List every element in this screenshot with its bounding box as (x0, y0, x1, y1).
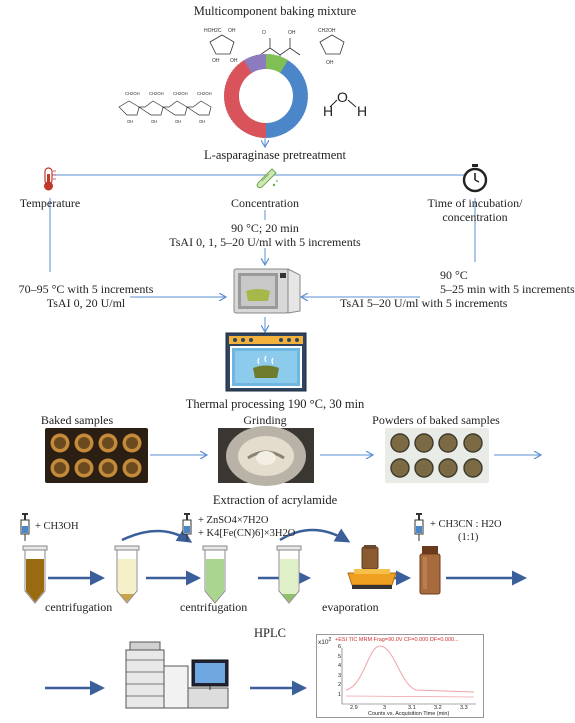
svg-text:CH2OH: CH2OH (173, 91, 188, 96)
factor-time-line1: Time of incubation/ (427, 196, 523, 210)
tube-centrifuged-2 (276, 545, 302, 604)
syringe-icon (182, 513, 192, 541)
svg-text:CH2OH: CH2OH (149, 91, 164, 96)
hplc-instrument (125, 641, 229, 709)
diagram-title: Multicomponent baking mixture (193, 4, 357, 18)
chromatogram-header: +ESI TIC MRM Frag=90.0V CF=0.000 DF=0.00… (335, 637, 459, 643)
syringe-icon (20, 513, 30, 541)
svg-text:CH2OH: CH2OH (125, 91, 140, 96)
baked-samples-photo (45, 428, 148, 483)
incubator-illustration (233, 268, 301, 314)
xtick: 3.1 (408, 705, 416, 711)
water-bonds (329, 99, 357, 108)
step-centrifugation-2: centrifugation (180, 600, 248, 614)
starch-chain: CH2OH CH2OH CH2OH CH2OH OH OH OH OH (118, 91, 212, 124)
svg-text:HOH2C: HOH2C (204, 28, 222, 34)
right-condition-line1: 90 °C (440, 268, 468, 282)
reagent-1: + CH3OH (35, 521, 79, 532)
vial-icon (419, 546, 441, 595)
reagent-2-line2: + K4[Fe(CN)6]×3H2O (198, 528, 296, 539)
svg-text:OH: OH (228, 28, 236, 34)
svg-text:OH: OH (288, 30, 296, 36)
pretreatment-label: L-asparaginase pretreatment (204, 148, 346, 162)
svg-text:OH: OH (127, 119, 133, 124)
factor-concentration: Concentration (231, 196, 299, 210)
evaporator-icon (347, 545, 397, 589)
xtick: 3.2 (434, 705, 442, 711)
center-condition-line1: 90 °C; 20 min (231, 221, 299, 235)
ytick: 4 (337, 663, 341, 670)
left-condition-line1: 70–95 °C with 5 increments (18, 282, 154, 296)
grinding-photo (218, 426, 314, 486)
factor-temperature: Temperature (19, 196, 81, 210)
svg-text:OH: OH (230, 58, 238, 64)
powders-photo (385, 428, 489, 483)
grinding-label: Grinding (243, 413, 287, 427)
chromatogram (316, 634, 484, 718)
ytick: 1 (337, 691, 341, 698)
syringe-icon (414, 513, 424, 541)
thermal-processing-label: Thermal processing 190 °C, 30 min (185, 397, 365, 411)
reagent-2-line1: + ZnSO4×7H2O (198, 515, 269, 526)
tube-methanol (22, 545, 48, 604)
water-h2: H (357, 103, 368, 119)
step-evaporation: evaporation (322, 600, 379, 614)
tube-carrez (202, 545, 228, 604)
left-condition-line2: TsAI 0, 20 U/ml (46, 296, 126, 310)
test-tube-icon (256, 168, 278, 189)
svg-text:CH2OH: CH2OH (318, 28, 336, 34)
water-o: O (337, 89, 348, 105)
ingredient-pie (223, 53, 309, 139)
svg-text:CH2OH: CH2OH (197, 91, 212, 96)
stopwatch-icon (462, 164, 488, 193)
chromatogram-yticks: 6 5 4 3 2 1 (331, 643, 341, 701)
hplc-title: HPLC (254, 626, 286, 640)
water-h1: H (323, 103, 334, 119)
chromatogram-scale: x102 (318, 637, 332, 647)
ytick: 5 (337, 653, 341, 660)
flow-arrows (45, 132, 550, 696)
svg-text:O: O (262, 30, 266, 36)
svg-text:OH: OH (326, 60, 334, 66)
ytick: 6 (337, 644, 341, 650)
xtick: 3 (383, 705, 387, 711)
svg-text:OH: OH (212, 58, 220, 64)
svg-text:OH: OH (199, 119, 205, 124)
step-centrifugation-1: centrifugation (45, 600, 113, 614)
xtick: 3.3 (460, 705, 468, 711)
reagent-3-line1: + CH3CN : H2O (430, 519, 502, 530)
ytick: 2 (337, 682, 341, 689)
powders-label: Powders of baked samples (372, 413, 500, 427)
ytick: 3 (337, 672, 341, 679)
center-condition-line2: TsAI 0, 1, 5–20 U/ml with 5 increments (169, 235, 361, 249)
baked-samples-label: Baked samples (40, 413, 114, 427)
right-condition-line2: 5–25 min with 5 increments (440, 282, 575, 296)
xtick: 2.9 (350, 705, 358, 711)
factor-time-line2: concentration (442, 210, 508, 224)
extraction-title: Extraction of acrylamide (212, 493, 338, 507)
reagent-3-line2: (1:1) (458, 532, 479, 543)
right-condition-line3: TsAI 5–20 U/ml with 5 increments (340, 296, 508, 310)
svg-text:OH: OH (151, 119, 157, 124)
thermometer-icon (44, 167, 56, 191)
tube-centrifuged-1 (114, 545, 140, 604)
oven-illustration (225, 332, 307, 392)
chromatogram-xaxis-label: Counts vs. Acquisition Time (min) (368, 711, 450, 717)
svg-text:OH: OH (175, 119, 181, 124)
